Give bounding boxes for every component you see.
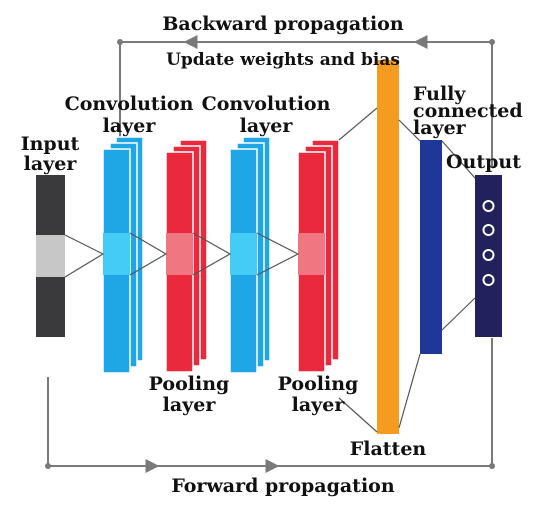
path-node — [117, 39, 123, 45]
conv2-label-line1: Convolution — [202, 93, 331, 115]
output-node-icon — [482, 249, 495, 261]
forward-nodes — [45, 463, 495, 469]
pool1-label: Pooling layer — [149, 373, 230, 416]
pooling-layer-2 — [297, 139, 340, 373]
pool2-highlight — [298, 233, 325, 275]
forward-propagation-title: Forward propagation — [171, 475, 395, 497]
fc-to-output-bottom — [441, 297, 476, 331]
path-node — [489, 463, 495, 469]
pool1-label-line1: Pooling — [149, 373, 230, 395]
backward-propagation-subtitle: Update weights and bias — [166, 50, 400, 70]
connector-input-conv1 — [64, 234, 105, 278]
pool2-to-flatten-top — [338, 107, 378, 141]
fc-label-line2: connected — [413, 100, 523, 122]
connector-pool1-conv2 — [192, 232, 232, 276]
input-layer — [36, 175, 65, 337]
output-node-icon — [482, 200, 495, 212]
fc-to-output-top — [441, 140, 476, 179]
pool1-highlight — [166, 233, 193, 275]
output-bar — [475, 175, 502, 337]
fully-connected-bar — [420, 140, 442, 354]
convolution-layer-2 — [229, 136, 271, 374]
conv2-highlight — [230, 233, 257, 275]
pool2-label-line1: Pooling — [278, 373, 359, 395]
backward-nodes — [117, 39, 495, 45]
pool2-label: Pooling layer — [278, 373, 359, 416]
input-layer-label-line1: Input — [21, 133, 80, 155]
output-nodes — [482, 200, 495, 286]
pool1-label-line2: layer — [163, 394, 217, 416]
output-node-icon — [482, 274, 495, 286]
path-node — [489, 39, 495, 45]
connector-conv1-pool1 — [129, 232, 168, 276]
pool2-to-flatten-bottom — [338, 397, 378, 433]
conv2-label: Convolution layer — [202, 93, 331, 137]
connector-conv2-pool2 — [256, 232, 300, 276]
fc-label-line1: Fully — [413, 83, 466, 105]
backward-propagation-path — [119, 35, 493, 168]
pool2-label-line2: layer — [292, 394, 346, 416]
receptive-field-connectors — [64, 232, 300, 278]
input-layer-highlight — [36, 235, 65, 277]
flatten-label: Flatten — [350, 438, 427, 460]
dense-connectors — [338, 107, 476, 433]
conv1-label: Convolution layer — [65, 93, 194, 137]
input-layer-label: Input layer — [21, 133, 80, 175]
conv1-highlight — [103, 233, 130, 275]
fully-connected-label: Fully connected layer — [413, 83, 523, 139]
conv2-label-line2: layer — [240, 115, 294, 137]
pooling-layer-1 — [165, 139, 208, 373]
fc-label-line3: layer — [413, 117, 467, 139]
flatten-to-fc-bottom — [398, 353, 421, 429]
backward-propagation-title: Backward propagation — [162, 13, 404, 35]
forward-propagation-path — [47, 338, 493, 473]
flatten-to-fc-top — [398, 119, 421, 142]
path-node — [45, 463, 51, 469]
conv1-label-line2: layer — [103, 115, 157, 137]
input-layer-label-line2: layer — [24, 153, 78, 175]
convolution-layer-1 — [102, 136, 144, 374]
conv1-label-line1: Convolution — [65, 93, 194, 115]
output-label: Output — [446, 151, 521, 173]
flatten-bar — [377, 60, 399, 434]
output-node-icon — [482, 224, 495, 236]
flatten-layer — [377, 60, 399, 434]
